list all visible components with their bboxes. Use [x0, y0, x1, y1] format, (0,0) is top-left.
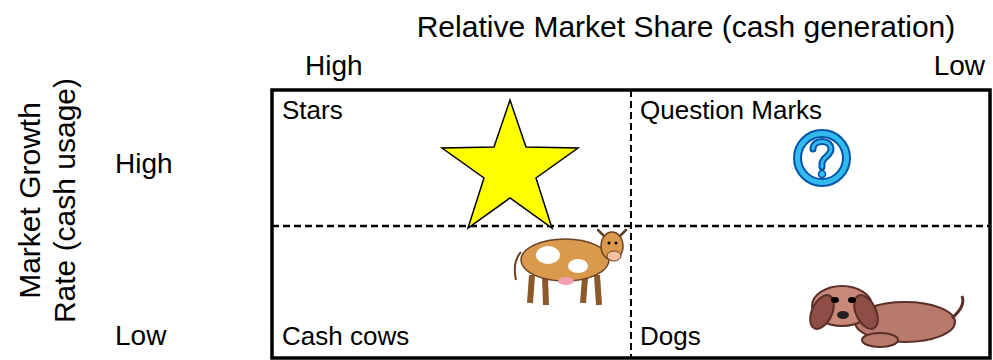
quadrant-box: Cash cows — [274, 227, 630, 356]
axis-title: Relative Market Share (cash generation) — [386, 10, 986, 45]
quadrant-name: Dogs — [640, 322, 980, 352]
quadrant-box: Dogs — [632, 227, 988, 356]
axis-level: Low — [934, 50, 985, 82]
quadrant-box: Question Marks — [632, 92, 988, 225]
horizontal-divider — [272, 225, 990, 228]
dog-icon — [805, 286, 963, 347]
quadrant-name: Cash cows — [282, 322, 622, 352]
axis-level: High — [305, 50, 363, 82]
axis-level: High — [115, 148, 173, 180]
matrix-frame — [272, 90, 990, 358]
quadrant-box: Stars — [274, 92, 630, 225]
cow-icon — [515, 230, 626, 305]
quadrant-name: Stars — [282, 96, 622, 126]
vertical-divider — [630, 90, 632, 358]
star-icon — [442, 100, 578, 228]
axis-level: Low — [115, 320, 166, 352]
axis-title: Market Growth Rate (cash usage) — [13, 73, 82, 328]
quadrant-name: Question Marks — [640, 96, 980, 126]
question-icon — [794, 130, 850, 186]
